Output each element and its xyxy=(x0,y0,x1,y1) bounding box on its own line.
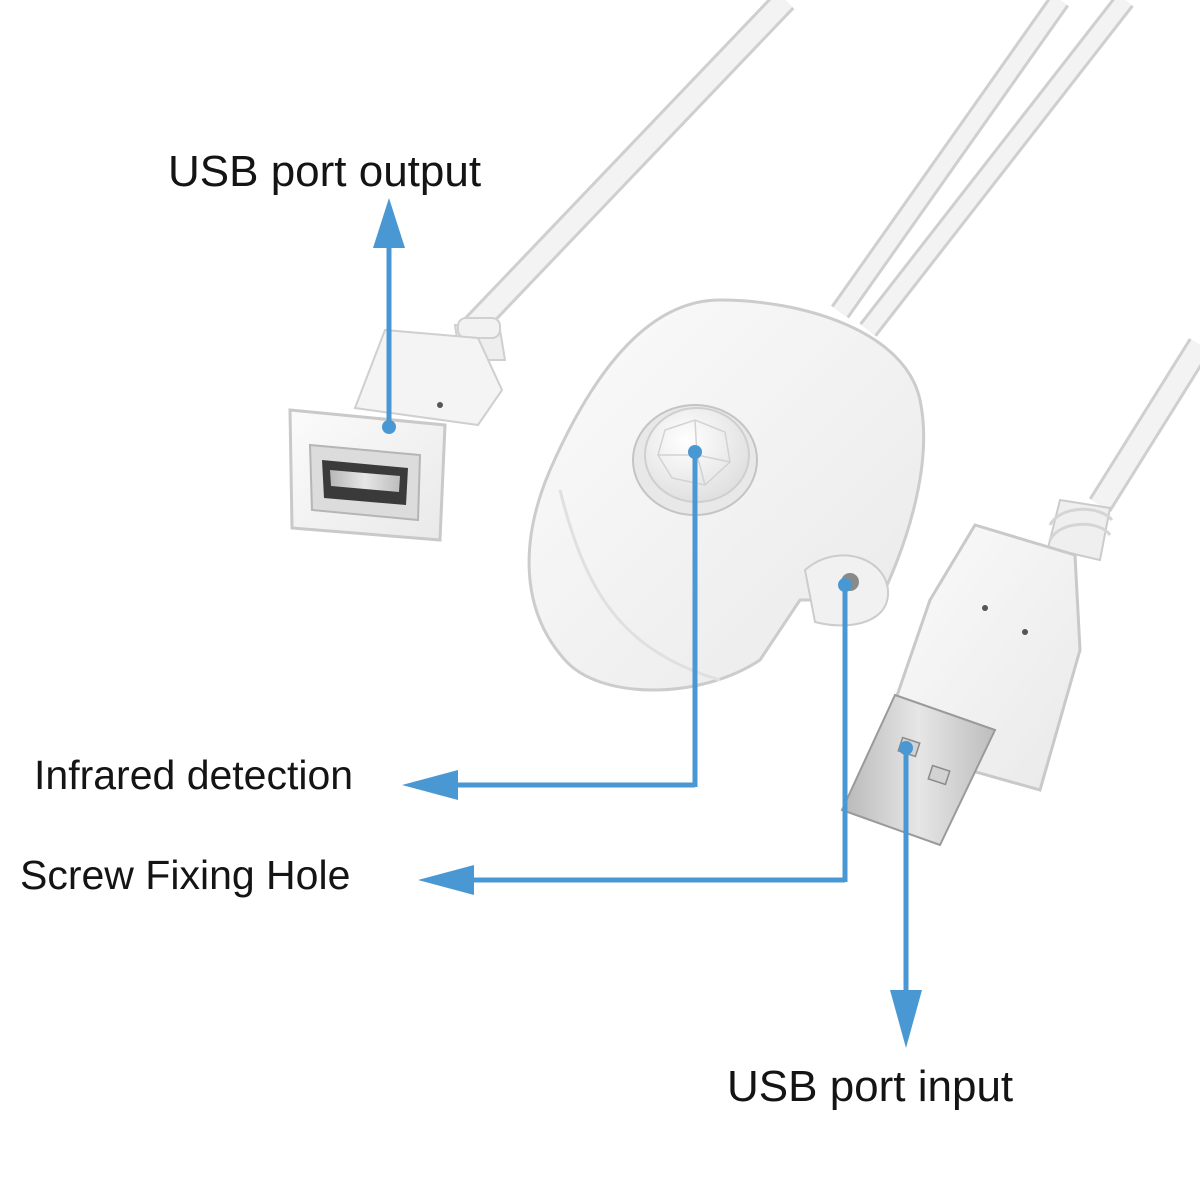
callout-infrared xyxy=(402,445,702,800)
usb-male-connector xyxy=(840,498,1114,847)
callout-usb-input xyxy=(890,741,922,1048)
label-screw-fixing-hole: Screw Fixing Hole xyxy=(20,852,351,898)
cable-input xyxy=(1088,338,1200,512)
label-usb-port-output: USB port output xyxy=(168,147,482,196)
usb-female-connector xyxy=(288,317,507,542)
arrow-head-icon xyxy=(890,990,922,1048)
cable-sensor-left xyxy=(831,0,1134,337)
callout-usb-output xyxy=(373,198,405,434)
cable-output xyxy=(460,0,795,339)
label-usb-port-input: USB port input xyxy=(727,1062,1014,1111)
arrow-head-icon xyxy=(418,865,474,895)
pir-sensor-module xyxy=(527,298,926,692)
arrow-head-icon xyxy=(373,198,405,248)
label-infrared-detection: Infrared detection xyxy=(34,752,354,798)
callout-screw-hole xyxy=(418,578,852,895)
arrow-head-icon xyxy=(402,770,458,800)
